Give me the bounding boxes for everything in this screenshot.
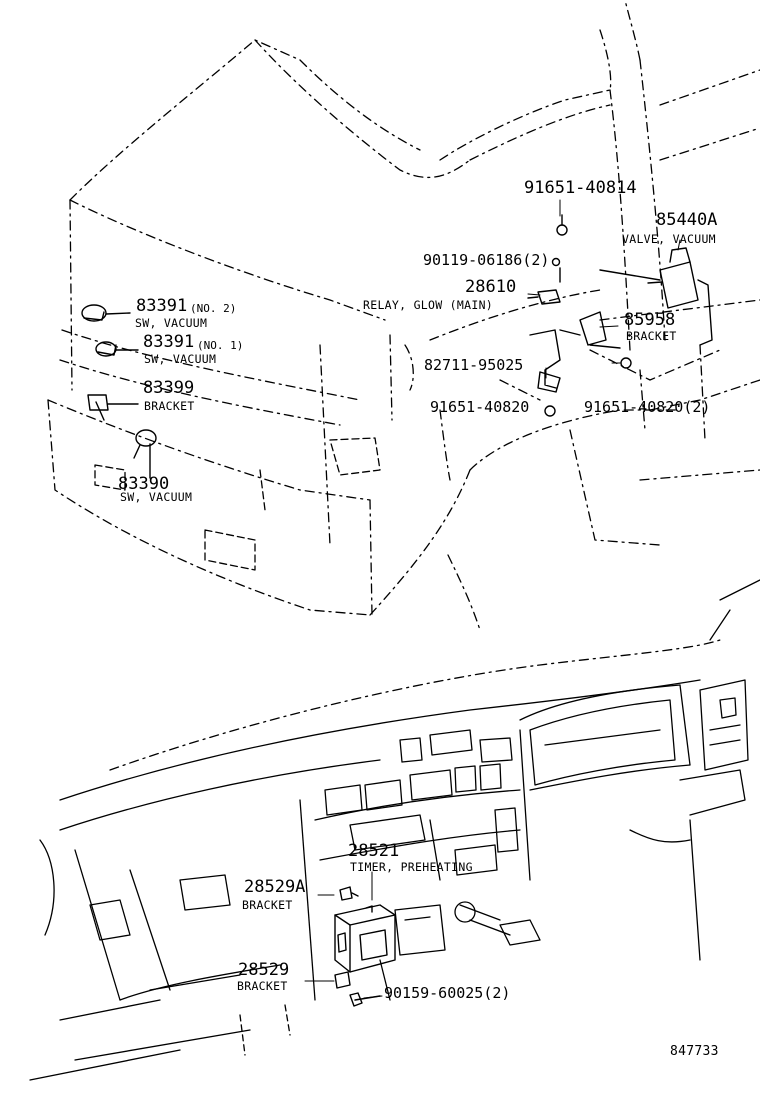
part-number-83390: 83390 [118, 474, 170, 494]
figure-number: 847733 [670, 1044, 719, 1059]
part-name-bracket-28529A: BRACKET [242, 898, 293, 912]
vacuum-switch-parts [81, 304, 157, 479]
part-number-28529A: 28529A [244, 877, 306, 897]
part-number-28610: 28610 [465, 277, 517, 297]
vehicle-body-outline [47, 0, 760, 631]
qualifier-no2: (NO. 2) [190, 302, 237, 315]
part-name-bracket-28529: BRACKET [237, 979, 288, 993]
part-number-91651-40814: 91651-40814 [524, 178, 637, 198]
part-number-85958: 85958 [624, 310, 676, 330]
instrument-panel-outline [29, 579, 760, 1081]
part-number-90119-06186: 90119-06186(2) [423, 251, 550, 269]
part-name-relay-glow-main: RELAY, GLOW (MAIN) [363, 298, 494, 312]
part-number-82711-95025: 82711-95025 [424, 356, 524, 374]
part-name-valve-vacuum: VALVE, VACUUM [622, 232, 716, 246]
part-number-91651-40820-left: 91651-40820 [430, 398, 530, 416]
qualifier-no1: (NO. 1) [197, 339, 244, 352]
leader-lines [304, 199, 681, 999]
part-number-28521: 28521 [348, 841, 400, 861]
part-number-83391-no1: 83391 [143, 332, 195, 352]
vehicle-lamps [94, 437, 381, 571]
part-name-bracket-83399: BRACKET [144, 399, 195, 413]
part-name-timer-preheating: TIMER, PREHEATING [350, 860, 473, 874]
part-number-83399: 83399 [143, 378, 195, 398]
part-number-28529: 28529 [238, 960, 290, 980]
part-number-91651-40820-right: 91651-40820(2) [584, 398, 711, 416]
part-number-90159-60025: 90159-60025(2) [384, 984, 511, 1002]
part-name-sw-vacuum-no1: SW, VACUUM [144, 352, 217, 366]
part-name-sw-vacuum-83390: SW, VACUUM [120, 490, 193, 504]
part-number-85440A: 85440A [656, 210, 718, 230]
part-number-83391-no2: 83391 [136, 296, 188, 316]
part-name-bracket-85958: BRACKET [626, 329, 677, 343]
engine-bay-parts [527, 214, 713, 417]
part-name-sw-vacuum-no2: SW, VACUUM [135, 316, 208, 330]
